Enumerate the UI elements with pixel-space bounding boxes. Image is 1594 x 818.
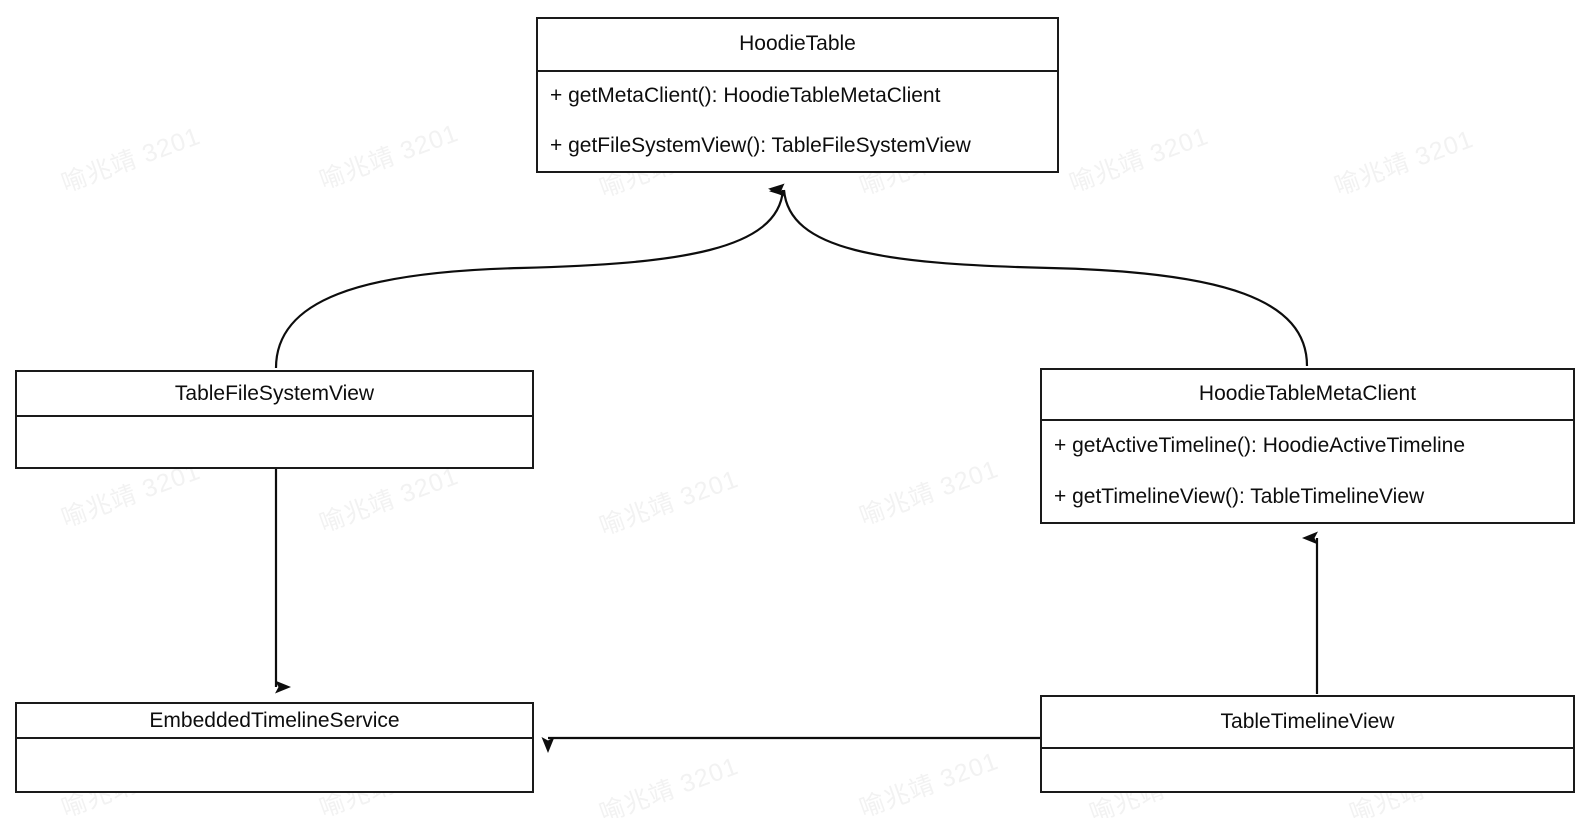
watermark-text: 喻兆靖 3201 [855, 454, 1003, 532]
edge-tablefilesystemview-to-hoodietable [274, 183, 785, 369]
class-box-hoodie-table-meta-client[interactable]: HoodieTableMetaClient + getActiveTimelin… [1040, 368, 1575, 524]
class-members-table-timeline-view [1042, 746, 1573, 791]
watermark-text: 喻兆靖 3201 [315, 118, 463, 196]
class-name-table-timeline-view: TableTimelineView [1220, 709, 1395, 733]
edge-hoodietablemetaclient-to-hoodietable [769, 183, 1309, 367]
class-name-embedded-timeline-service: EmbeddedTimelineService [149, 708, 400, 732]
watermark-text: 喻兆靖 3201 [1330, 124, 1478, 202]
watermark-text: 喻兆靖 3201 [855, 746, 1003, 818]
class-box-table-timeline-view[interactable]: TableTimelineView [1040, 695, 1575, 793]
watermark-text: 喻兆靖 3201 [57, 121, 205, 199]
class-name-hoodie-table: HoodieTable [739, 32, 856, 56]
class-name-table-file-system-view: TableFileSystemView [174, 381, 375, 405]
class-members-embedded-timeline-service [17, 737, 532, 791]
class-box-hoodie-table[interactable]: HoodieTable + getMetaClient(): HoodieTab… [536, 17, 1059, 173]
class-member: + getActiveTimeline(): HoodieActiveTimel… [1054, 434, 1466, 457]
class-members-hoodie-table: + getMetaClient(): HoodieTableMetaClient… [538, 69, 1057, 171]
watermark-text: 喻兆靖 3201 [1065, 121, 1213, 199]
class-member: + getMetaClient(): HoodieTableMetaClient [550, 84, 941, 108]
class-member: + getTimelineView(): TableTimelineView [1054, 484, 1425, 508]
watermark-text: 喻兆靖 3201 [595, 751, 743, 818]
watermark-text: 喻兆靖 3201 [595, 464, 743, 542]
class-members-hoodie-table-meta-client: + getActiveTimeline(): HoodieActiveTimel… [1042, 418, 1573, 522]
class-box-embedded-timeline-service[interactable]: EmbeddedTimelineService [15, 702, 534, 793]
class-name-hoodie-table-meta-client: HoodieTableMetaClient [1198, 382, 1417, 406]
class-box-table-file-system-view[interactable]: TableFileSystemView [15, 370, 534, 469]
class-members-table-file-system-view [17, 415, 532, 467]
class-member: + getFileSystemView(): TableFileSystemVi… [550, 134, 971, 158]
